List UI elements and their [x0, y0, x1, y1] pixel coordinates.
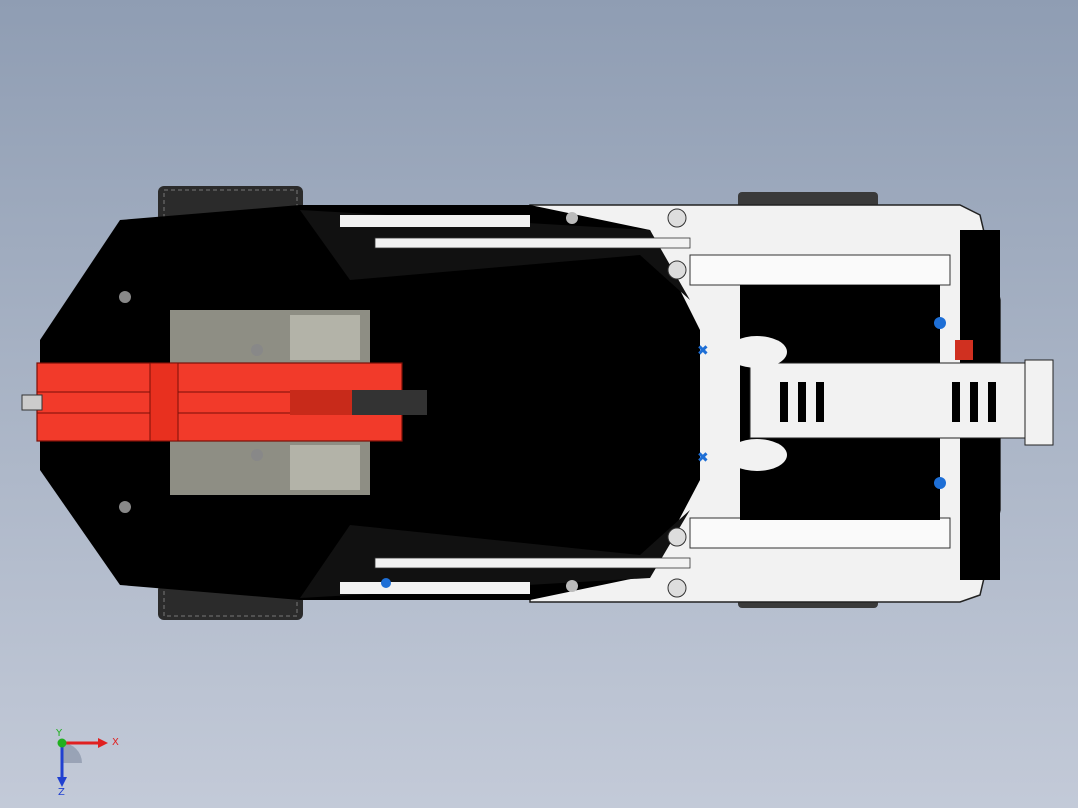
pins: ✖ ✖ — [119, 208, 973, 598]
axis-triad: X Y Z — [55, 728, 119, 795]
front-left-tire — [738, 192, 878, 208]
x-axis-label: X — [112, 737, 119, 748]
grey-gear-parts — [170, 310, 370, 495]
front-center-plate — [727, 336, 1054, 471]
z-axis-arrow — [57, 777, 67, 787]
red-arm — [21, 362, 427, 442]
svg-text:✖: ✖ — [697, 343, 709, 359]
svg-text:✖: ✖ — [697, 450, 709, 466]
y-axis-dot — [57, 738, 67, 748]
x-axis-arrow — [98, 738, 108, 748]
z-axis-label: Z — [58, 787, 65, 795]
y-axis-label: Y — [55, 728, 63, 739]
